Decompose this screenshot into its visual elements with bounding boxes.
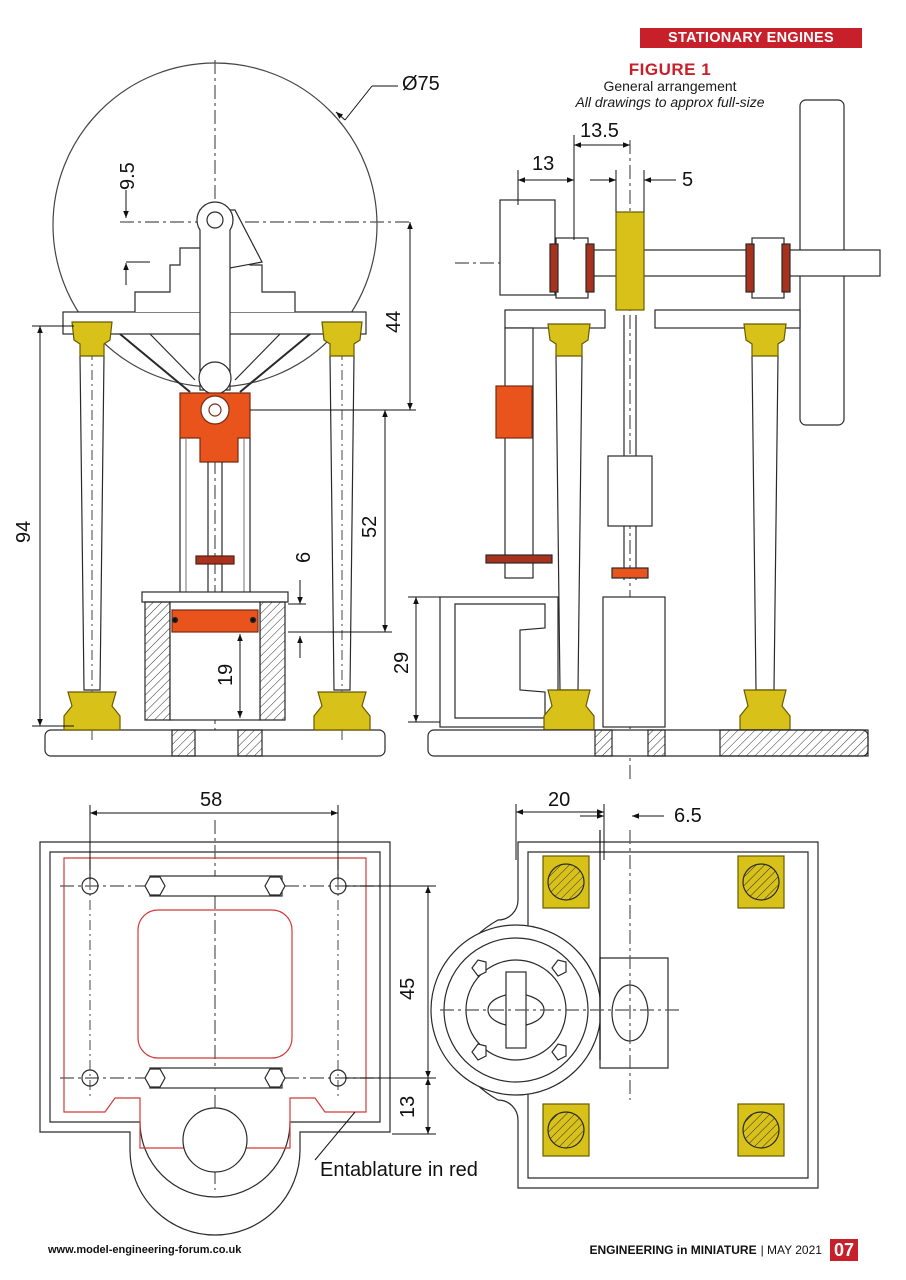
dim-flywheel: Ø75: [402, 73, 440, 95]
dim-20: 20: [548, 789, 570, 811]
footer-magazine: ENGINEERING in MINIATURE: [589, 1243, 757, 1257]
valve-block: [495, 385, 533, 439]
footer-website: www.model-engineering-forum.co.uk: [48, 1244, 242, 1256]
figure-caption: FIGURE 1 General arrangement All drawing…: [500, 60, 840, 110]
dim-6: 6: [293, 552, 315, 563]
side-dimensions: [408, 135, 676, 723]
crosshead: [179, 392, 251, 463]
dim-9-5: 9.5: [117, 162, 139, 190]
front-elevation: [44, 60, 410, 760]
dim-19: 19: [215, 664, 237, 686]
piston: [171, 609, 259, 633]
entablature-label: Entablature in red: [320, 1159, 478, 1181]
dim-45: 45: [397, 978, 419, 1000]
section-tag: STATIONARY ENGINES: [640, 28, 862, 48]
dim-58: 58: [200, 789, 222, 811]
footer-issue: | MAY 2021: [760, 1243, 822, 1257]
column-nut: [63, 691, 121, 731]
entablature-outline: [63, 857, 367, 1149]
engineering-drawing: Ø75 9.5 44 94 52 6 19: [13, 60, 881, 1236]
dim-5: 5: [682, 169, 693, 191]
right-plan-dimensions: [515, 804, 664, 860]
dim-13-top: 13: [532, 153, 554, 175]
figure-title: General arrangement: [603, 78, 737, 94]
dim-44: 44: [383, 311, 405, 333]
footer-info: ENGINEERING in MINIATURE | MAY 2021 07: [589, 1239, 858, 1261]
dim-94: 94: [13, 521, 35, 543]
dim-13-5: 13.5: [580, 120, 619, 142]
figure-number: FIGURE 1: [628, 60, 712, 79]
plan-dimensions: [89, 805, 436, 1161]
dim-13-plan: 13: [397, 1096, 419, 1118]
dim-6-5: 6.5: [674, 805, 702, 827]
column-nut: [321, 321, 363, 357]
side-elevation: [427, 99, 881, 780]
dim-29: 29: [391, 652, 413, 674]
plan-view-right: [430, 830, 819, 1189]
column-nut: [313, 691, 371, 731]
dim-52: 52: [359, 516, 381, 538]
page-number: 07: [829, 1239, 858, 1261]
crank-web: [615, 211, 645, 311]
figure-note: All drawings to approx full-size: [575, 94, 765, 110]
column-nut: [71, 321, 113, 357]
plan-view-left: [39, 820, 391, 1236]
front-dimensions: [32, 85, 416, 727]
